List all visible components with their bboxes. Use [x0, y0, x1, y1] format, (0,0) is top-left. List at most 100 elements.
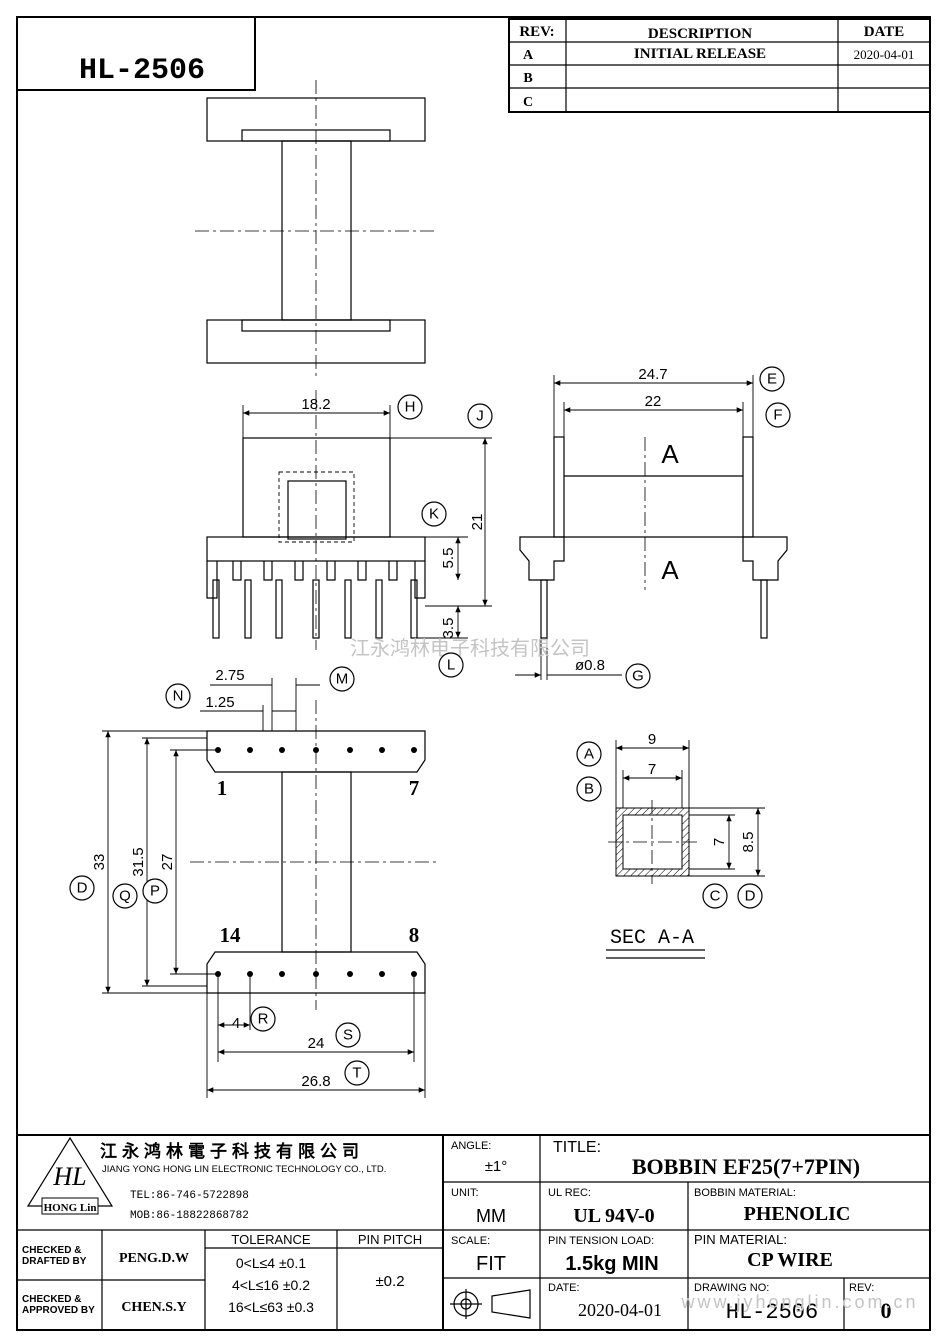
- bottom-dimensions: 2.75 1.25 33 31.5 27 4 24 26.8: [91, 667, 426, 1098]
- svg-text:F: F: [773, 407, 782, 424]
- svg-text:T: T: [352, 1065, 361, 1082]
- pin-tension-label: PIN TENSION LOAD:: [548, 1235, 654, 1247]
- balloon-e: E: [759, 366, 785, 392]
- unit-value: MM: [476, 1206, 506, 1226]
- balloon-b: B: [576, 776, 602, 802]
- pin-label-1: 1: [217, 776, 228, 800]
- svg-text:N: N: [173, 688, 184, 705]
- scale-label: SCALE:: [451, 1235, 490, 1247]
- balloon-l: L: [438, 652, 464, 678]
- section-mark-bottom: A: [661, 555, 679, 585]
- scale-value: FIT: [476, 1253, 506, 1275]
- balloons: H J K L E F G N M A B C D D Q P R S T: [69, 366, 791, 1086]
- bottom-view: [190, 700, 440, 1010]
- balloon-h: H: [397, 394, 423, 420]
- checked-approved-label: CHECKED &APPROVED BY: [22, 1294, 95, 1316]
- balloon-n: N: [165, 683, 191, 709]
- drawing-no-value: HL-2506: [726, 1300, 818, 1325]
- rev-row-a: A: [523, 48, 534, 63]
- dim-overall-length: 33: [91, 854, 108, 871]
- front-pin-2: [244, 579, 252, 639]
- tolerance-label: TOLERANCE: [231, 1232, 311, 1247]
- date-header: DATE: [864, 24, 905, 40]
- unit-label: UNIT:: [451, 1187, 479, 1199]
- angle-value: ±1°: [485, 1158, 508, 1175]
- company-logo: HL HONG Lin: [26, 1136, 114, 1215]
- svg-text:R: R: [258, 1011, 269, 1028]
- pin-hole-7: [411, 747, 417, 753]
- bobbin-material-label: BOBBIN MATERIAL:: [694, 1187, 796, 1199]
- front-pin-5: [344, 579, 352, 639]
- pin-hole-2: [247, 747, 253, 753]
- svg-text:K: K: [429, 506, 439, 523]
- pin-hole-5: [347, 747, 353, 753]
- pin-hole-4: [313, 747, 319, 753]
- part-number-box: HL-2506: [17, 17, 256, 91]
- front-dimensions: 18.2 21 5.5 3.5: [242, 396, 492, 639]
- balloon-r: R: [250, 1006, 276, 1032]
- pin-label-7: 7: [409, 776, 420, 800]
- dim-pin-diameter: ø0.8: [575, 657, 605, 674]
- balloon-g: G: [625, 663, 651, 689]
- dim-overall-width: 26.8: [301, 1073, 330, 1090]
- svg-text:C: C: [710, 888, 721, 905]
- checked-drafted-by: PENG.D.W: [119, 1251, 189, 1266]
- front-pin-3: [275, 579, 283, 639]
- svg-text:B: B: [584, 781, 594, 798]
- ul-value: UL 94V-0: [573, 1205, 654, 1227]
- pin-hole-10: [347, 971, 353, 977]
- pin-label-8: 8: [409, 923, 420, 947]
- svg-text:G: G: [632, 668, 644, 685]
- svg-text:HONG Lin: HONG Lin: [44, 1202, 97, 1214]
- dim-front-width: 18.2: [301, 396, 330, 413]
- rev-row-a-description: INITIAL RELEASE: [634, 46, 766, 62]
- dim-pin-base: 5.5: [440, 548, 457, 569]
- dim-pin-row-span: 24: [308, 1035, 325, 1052]
- footer-watermark: www.jyhonglin.com.cn: [680, 1292, 918, 1312]
- dim-row-span-p: 27: [159, 854, 176, 871]
- watermark: 江永鸿林电子科技有限公司: [350, 637, 590, 660]
- balloon-k: K: [421, 501, 447, 527]
- dim-pin-pitch: 4: [232, 1015, 240, 1032]
- balloon-s: S: [335, 1022, 361, 1048]
- tolerance-row-3: 16<L≤63 ±0.3: [228, 1299, 314, 1315]
- tolerance-row-1: 0<L≤4 ±0.1: [236, 1255, 306, 1271]
- svg-text:Q: Q: [119, 888, 131, 905]
- balloon-t: T: [344, 1060, 370, 1086]
- checked-drafted-label: CHECKED &DRAFTED BY: [22, 1245, 87, 1267]
- dim-front-height: 21: [469, 514, 486, 531]
- company-tel: TEL:86-746-5722898: [130, 1190, 249, 1202]
- svg-text:D: D: [77, 880, 88, 897]
- section-mark-top: A: [661, 439, 679, 469]
- checked-approved-by: CHEN.S.Y: [121, 1300, 186, 1315]
- company-name-cn: 江永鸿林電子科技有限公司: [100, 1141, 364, 1161]
- svg-text:HL: HL: [52, 1162, 86, 1191]
- bottom-pins-top-row: [215, 747, 417, 753]
- svg-text:E: E: [767, 371, 777, 388]
- front-pin-comb: [232, 561, 398, 581]
- dim-section-outer: 9: [648, 731, 656, 748]
- pin-hole-3: [279, 747, 285, 753]
- projection-symbol: [450, 1289, 531, 1319]
- pin-hole-12: [279, 971, 285, 977]
- pin-hole-9: [379, 971, 385, 977]
- side-view: A A: [519, 436, 788, 639]
- pin-hole-6: [379, 747, 385, 753]
- front-view: [206, 390, 426, 650]
- svg-text:M: M: [336, 671, 349, 688]
- svg-text:J: J: [476, 408, 484, 425]
- svg-text:L: L: [447, 657, 455, 674]
- svg-text:S: S: [343, 1027, 353, 1044]
- tolerance-row-2: 4<L≤16 ±0.2: [232, 1277, 310, 1293]
- balloon-d-section: D: [737, 883, 763, 909]
- title-label: TITLE:: [553, 1139, 601, 1156]
- bottom-pins-bottom-row: [215, 971, 417, 977]
- balloon-d: D: [69, 875, 95, 901]
- side-pin-left: [540, 579, 548, 639]
- part-number: HL-2506: [79, 54, 205, 88]
- dim-section-outer-h: 8.5: [740, 832, 757, 853]
- pin-pitch-value: ±0.2: [375, 1273, 404, 1290]
- pin-label-14: 14: [220, 923, 242, 947]
- rev-value: 0: [881, 1298, 892, 1323]
- side-dimensions: 24.7 22 ø0.8: [515, 366, 754, 680]
